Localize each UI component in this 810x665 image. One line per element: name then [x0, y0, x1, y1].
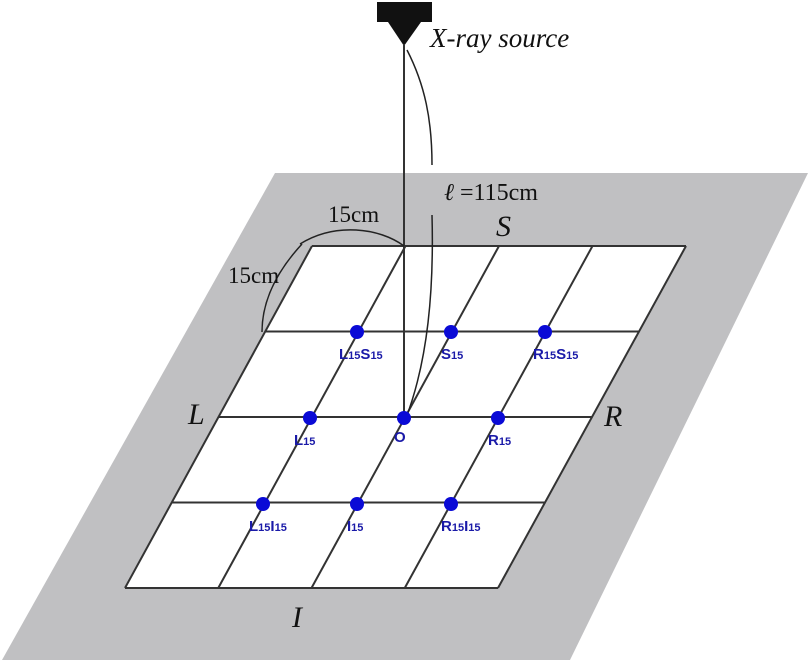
xray-source-nozzle	[388, 22, 421, 46]
direction-label-superior: S	[496, 210, 511, 243]
direction-label-left: L	[187, 398, 205, 431]
point-i15	[350, 497, 364, 511]
spacing-bracket-left	[261, 243, 303, 333]
xray-source	[377, 2, 432, 46]
point-label-s15: S15	[441, 346, 463, 363]
point-label-l15s15: L15S15	[339, 346, 383, 363]
grid-line-column	[124, 245, 313, 589]
point-s15	[444, 325, 458, 339]
point-o	[397, 411, 411, 425]
point-l15	[303, 411, 317, 425]
point-r15	[491, 411, 505, 425]
point-label-l15: L15	[294, 432, 315, 449]
direction-label-right: R	[603, 400, 622, 433]
grid-line-column	[497, 245, 687, 589]
spacing-label-left: 15cm	[228, 263, 279, 288]
xray-source-label: X-ray source	[429, 23, 569, 53]
point-l15s15	[350, 325, 364, 339]
point-label-r15: R15	[488, 432, 511, 449]
point-label-o: O	[394, 429, 406, 446]
point-r15i15	[444, 497, 458, 511]
point-l15i15	[256, 497, 270, 511]
xray-source-housing	[377, 2, 432, 22]
spacing-bracket-top	[299, 229, 405, 247]
distance-bracket	[405, 49, 434, 419]
distance-symbol: ℓ	[444, 180, 454, 206]
point-label-r15s15: R15S15	[533, 346, 578, 363]
distance-value: =115cm	[460, 180, 538, 206]
point-label-i15: I15	[347, 518, 363, 535]
point-r15s15	[538, 325, 552, 339]
spacing-label-top: 15cm	[328, 202, 379, 227]
point-label-l15i15: L15I15	[249, 518, 287, 535]
distance-label: ℓ =115cm	[444, 180, 538, 206]
point-label-r15i15: R15I15	[441, 518, 481, 535]
direction-label-inferior: I	[291, 601, 304, 634]
